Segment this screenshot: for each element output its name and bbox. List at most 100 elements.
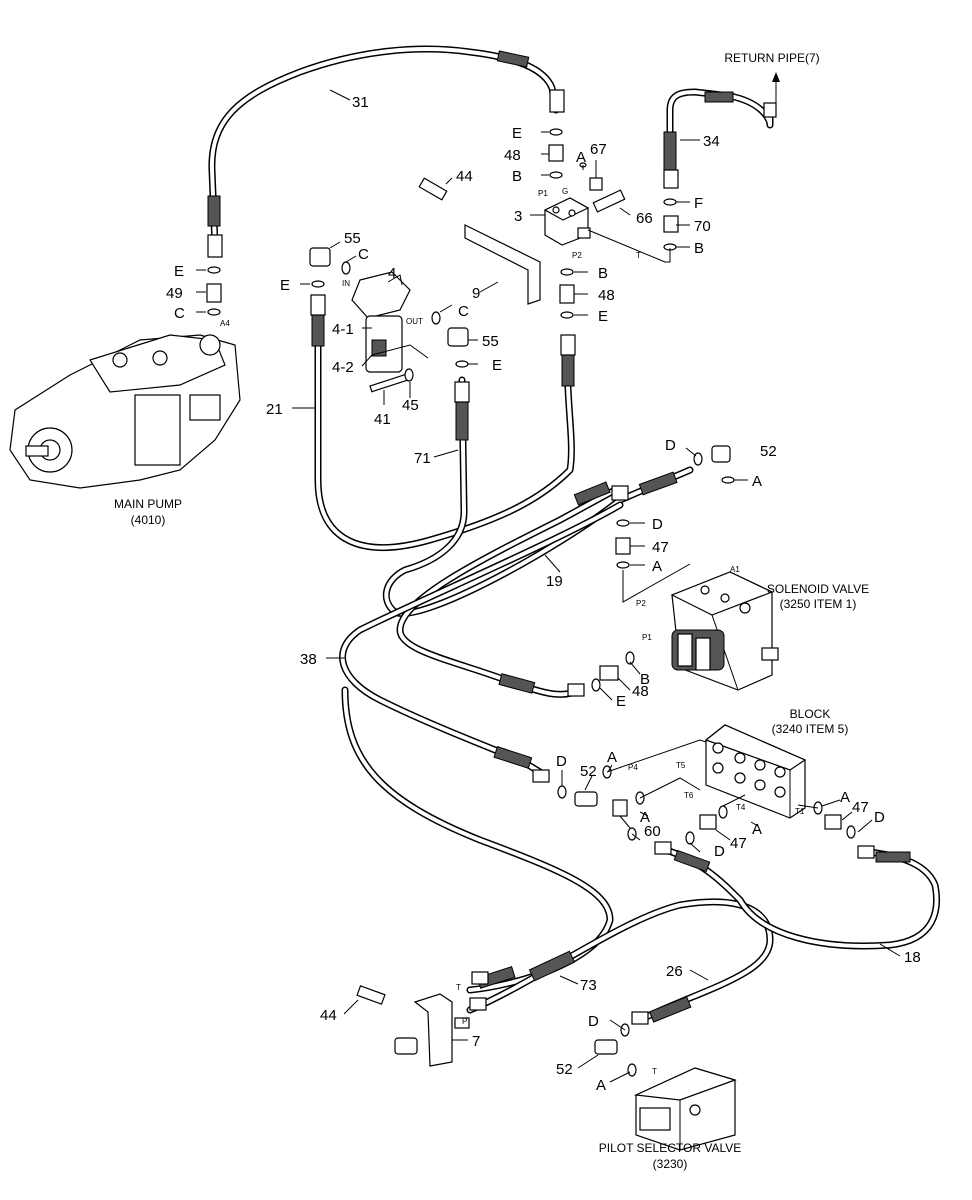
callout-a-blk: A xyxy=(607,749,617,766)
filter-4 xyxy=(351,271,411,373)
callout-73: 73 xyxy=(580,977,597,994)
block-name: BLOCK xyxy=(790,707,831,721)
port-p4: P4 xyxy=(628,763,638,772)
callout-34: 34 xyxy=(703,133,720,150)
main-pump-name: MAIN PUMP xyxy=(114,497,182,511)
port-labels: P1 G P2 T A4 IN OUT A1 P2 P1 P4 T5 T6 T4… xyxy=(220,187,805,1076)
callout-44-bot: 44 xyxy=(320,1007,337,1024)
callout-31: 31 xyxy=(352,94,369,111)
callout-52-blk: 52 xyxy=(580,763,597,780)
hose-18 xyxy=(656,844,941,950)
callout-71: 71 xyxy=(414,450,431,467)
callout-9: 9 xyxy=(472,285,480,302)
callout-c-mid: C xyxy=(458,303,469,320)
callout-a-blk2: A xyxy=(640,809,650,826)
port-valve-t: T xyxy=(456,983,461,992)
port-g: G xyxy=(562,187,568,196)
block-code: (3240 ITEM 5) xyxy=(772,722,849,736)
callout-b-top: B xyxy=(512,168,522,185)
hose-73 xyxy=(466,898,774,1024)
callout-a-sol2: A xyxy=(652,558,662,575)
pilot-selector-valve xyxy=(633,1067,737,1151)
callout-a-bot: A xyxy=(596,1077,606,1094)
callout-18: 18 xyxy=(904,949,921,966)
fittings xyxy=(206,89,875,1055)
callout-f: F xyxy=(694,195,703,212)
callout-e-top: E xyxy=(512,125,522,142)
port-solenoid-p2: P2 xyxy=(636,599,646,608)
callout-44-top: 44 xyxy=(456,168,473,185)
callout-c-top: C xyxy=(358,246,369,263)
port-t5: T5 xyxy=(676,761,686,770)
callout-a-blk4: A xyxy=(840,789,850,806)
port-valve-p: P xyxy=(462,1017,467,1026)
hose-38 xyxy=(339,501,624,779)
port-a1: A1 xyxy=(730,565,740,574)
callout-a-sol: A xyxy=(752,473,762,490)
callout-49: 49 xyxy=(166,285,183,302)
callout-e-left1: E xyxy=(174,263,184,280)
port-p2: P2 xyxy=(572,251,582,260)
callout-4-1: 4-1 xyxy=(332,321,354,338)
pilot-selector-valve-name: PILOT SELECTOR VALVE xyxy=(599,1141,742,1155)
port-out: OUT xyxy=(406,317,423,326)
callouts: 31 34 E 48 67 A B 44 3 66 F 70 B 55 C E … xyxy=(166,94,921,1094)
callout-67: 67 xyxy=(590,141,607,158)
leader-lines xyxy=(196,72,901,1083)
callout-e-left2: E xyxy=(280,277,290,294)
callout-4: 4 xyxy=(388,265,396,282)
callout-52-bot: 52 xyxy=(556,1061,573,1078)
o-rings xyxy=(207,128,856,1077)
callout-60: 60 xyxy=(644,823,661,840)
callout-26: 26 xyxy=(666,963,683,980)
callout-b-right: B xyxy=(694,240,704,257)
pilot-selector-valve-code: (3230) xyxy=(653,1157,688,1171)
solenoid-valve xyxy=(670,571,779,691)
callout-48-mid: 48 xyxy=(598,287,615,304)
hose-31 xyxy=(207,45,560,249)
port-t: T xyxy=(636,251,641,260)
callout-d-52: D xyxy=(665,437,676,454)
callout-38: 38 xyxy=(300,651,317,668)
callout-d-bot: D xyxy=(588,1013,599,1030)
port-selector-t: T xyxy=(652,1067,657,1076)
callout-70: 70 xyxy=(694,218,711,235)
callout-a-top: A xyxy=(576,149,586,166)
callout-4-2: 4-2 xyxy=(332,359,354,376)
callout-55-mid: 55 xyxy=(482,333,499,350)
port-in: IN xyxy=(342,279,350,288)
callout-e-sol: E xyxy=(616,693,626,710)
callout-47-sol: 47 xyxy=(652,539,669,556)
callout-a-blk3: A xyxy=(752,821,762,838)
hose-19 xyxy=(396,481,619,698)
callout-52-top: 52 xyxy=(760,443,777,460)
callout-d-blk2: D xyxy=(714,843,725,860)
valve-7 xyxy=(394,993,470,1067)
callout-41: 41 xyxy=(374,411,391,428)
callout-3: 3 xyxy=(514,208,522,225)
callout-c-left: C xyxy=(174,305,185,322)
port-a4: A4 xyxy=(220,319,230,328)
callout-66: 66 xyxy=(636,210,653,227)
solenoid-valve-name: SOLENOID VALVE xyxy=(767,582,869,596)
port-t4: T4 xyxy=(736,803,746,812)
callout-d-blk: D xyxy=(556,753,567,770)
main-pump-code: (4010) xyxy=(131,513,166,527)
bracket-9 xyxy=(464,224,541,305)
callout-48-sol: 48 xyxy=(632,683,649,700)
port-solenoid-p1: P1 xyxy=(642,633,652,642)
port-t6: T6 xyxy=(684,791,694,800)
callout-45: 45 xyxy=(402,397,419,414)
port-p1: P1 xyxy=(538,189,548,198)
main-pump xyxy=(9,334,241,489)
hose-long-loop xyxy=(341,686,614,994)
callout-21: 21 xyxy=(266,401,283,418)
callout-48-top: 48 xyxy=(504,147,521,164)
callout-b-mid: B xyxy=(598,265,608,282)
hose-21 xyxy=(311,296,575,551)
callout-d-blk3: D xyxy=(874,809,885,826)
hose-34 xyxy=(663,88,774,189)
callout-7: 7 xyxy=(472,1033,480,1050)
callout-d-sol: D xyxy=(652,516,663,533)
